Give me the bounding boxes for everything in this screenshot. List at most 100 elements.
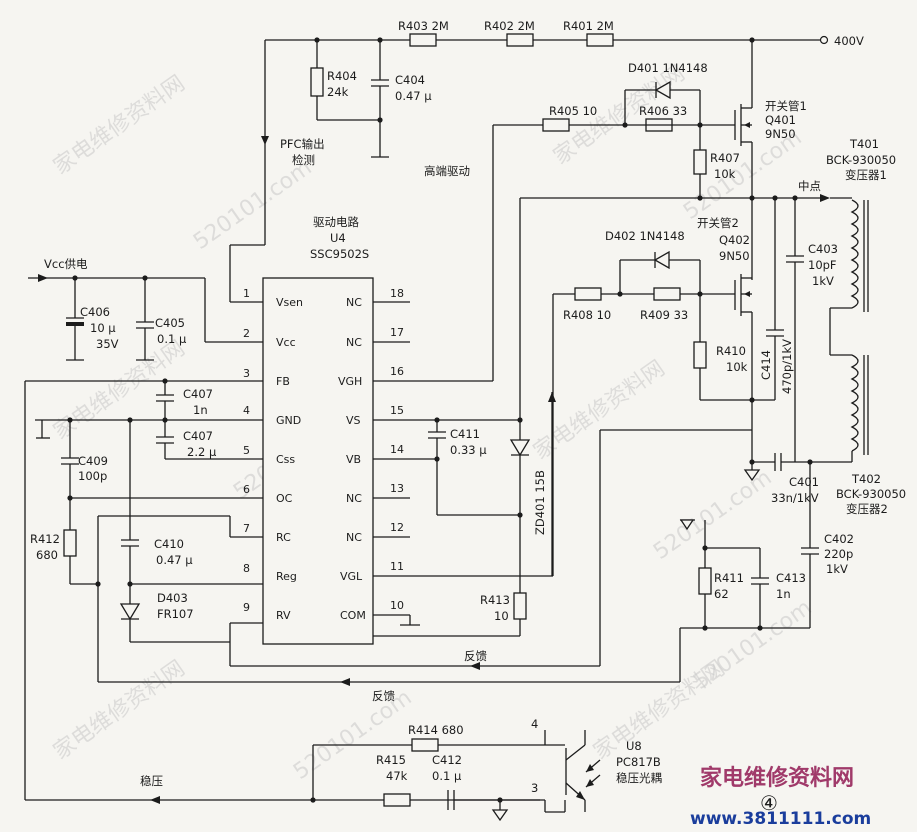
label-c413: C413 [776,571,806,585]
pin-name: RC [276,531,291,544]
pin-number: 4 [243,404,250,417]
label-r404-value: 24k [327,85,349,99]
pin-number: 18 [390,287,404,300]
pin-number: 16 [390,365,404,378]
pin-name: NC [346,336,362,349]
pin-number: 15 [390,404,404,417]
label-r412-value: 680 [36,548,58,562]
label-c404: C404 [395,73,425,87]
brand-logo: 家电维修资料网 [700,765,854,791]
label-r413-value: 10 [494,609,509,623]
pin-number: 10 [390,599,404,612]
ic-ref: U4 [330,231,346,245]
pin-name: GND [276,414,301,427]
pin-name: Vcc [276,336,296,349]
label-c411: C411 [450,427,480,441]
label-c405-value: 0.1 μ [157,332,187,346]
pin-name: OC [276,492,293,505]
label-zd401: ZD401 15B [533,470,547,535]
pin-number: 1 [243,287,250,300]
control-network [24,378,752,804]
pin-number: 12 [390,521,404,534]
snubber-feedback [679,459,819,631]
pin-name: RV [276,609,291,622]
label-q402-part: 9N50 [719,249,750,263]
label-r402: R402 2M [484,19,535,33]
label-c406-value: 10 μ [90,321,116,335]
label-u8: U8 [626,739,642,753]
note-high-side-drive: 高端驱动 [424,164,470,178]
label-c412-value: 0.1 μ [432,769,462,783]
label-d402: D402 1N4148 [605,229,685,243]
label-c401-value: 33n/1kV [771,491,819,505]
watermark-text: 520101.com [649,465,776,565]
label-d403-part: FR107 [157,607,194,621]
pin-name: NC [346,296,362,309]
label-transformer2: 变压器2 [846,502,888,516]
pin-name: Css [276,453,295,466]
label-r411-value: 62 [714,587,729,601]
page-mark: ④ [760,791,778,815]
pin-number: 7 [243,522,250,535]
label-u8-pin3: 3 [531,781,538,795]
label-r404: R404 [327,69,357,83]
label-q401: Q401 [765,113,796,127]
label-t402: T402 [851,472,881,486]
label-switch2: 开关管2 [697,216,739,230]
label-c407-a: C407 [183,387,213,401]
label-r401: R401 2M [563,19,614,33]
label-c403-voltage: 1kV [812,274,834,288]
label-c412: C412 [432,753,462,767]
label-optocoupler: 稳压光耦 [616,771,662,785]
pin-number: 2 [243,327,250,340]
watermark-text: 520101.com [689,595,816,695]
pin-name: FB [276,375,290,388]
note-pfc: PFC输出 [280,137,325,151]
transformers [800,197,869,463]
pin-number: 5 [243,444,250,457]
pin-number: 8 [243,562,250,575]
label-r407: R407 [710,151,740,165]
label-r405: R405 10 [549,104,597,118]
label-c402-value: 220p [824,547,853,561]
pin-name: Reg [276,570,297,583]
vcc-section [28,274,206,361]
label-vcc-supply: Vcc供电 [44,257,88,271]
label-c406-voltage: 35V [96,337,119,351]
label-r406: R406 33 [639,104,687,118]
label-c403-value: 10pF [808,258,837,272]
label-c407-b: C407 [183,429,213,443]
label-c404-value: 0.47 μ [395,89,432,103]
label-c410-value: 0.47 μ [156,553,193,567]
pin-number: 6 [243,483,250,496]
pin-name: Vsen [276,296,303,309]
label-c403: C403 [808,242,838,256]
bootstrap-section [373,197,700,637]
label-r407-value: 10k [714,167,736,181]
pin-name: VGH [338,375,362,388]
label-c402-voltage: 1kV [826,562,848,576]
ic-part: SSC9502S [310,247,369,261]
label-c410: C410 [154,537,184,551]
label-q402: Q402 [719,233,750,247]
label-c414-value: 470p/1kV [780,339,794,394]
pin-name: VGL [340,570,363,583]
watermark-text: 家电维修资料网 [49,656,190,765]
label-r409: R409 33 [640,308,688,322]
ic-title: 驱动电路 [313,215,359,229]
label-r415-value: 47k [386,769,408,783]
label-u8-pin4: 4 [531,717,538,731]
ic-left-pins [25,301,263,624]
label-400v: 400V [834,34,864,48]
label-c407-b-value: 2.2 μ [187,445,217,459]
label-c407-a-value: 1n [193,403,208,417]
label-r414: R414 680 [408,723,464,737]
label-r412: R412 [30,532,60,546]
note-midpoint: 中点 [798,179,821,193]
terminal-400v [819,35,829,45]
high-side-stage [492,80,830,381]
pin-number: 9 [243,601,250,614]
ic-right-pins [373,301,553,616]
